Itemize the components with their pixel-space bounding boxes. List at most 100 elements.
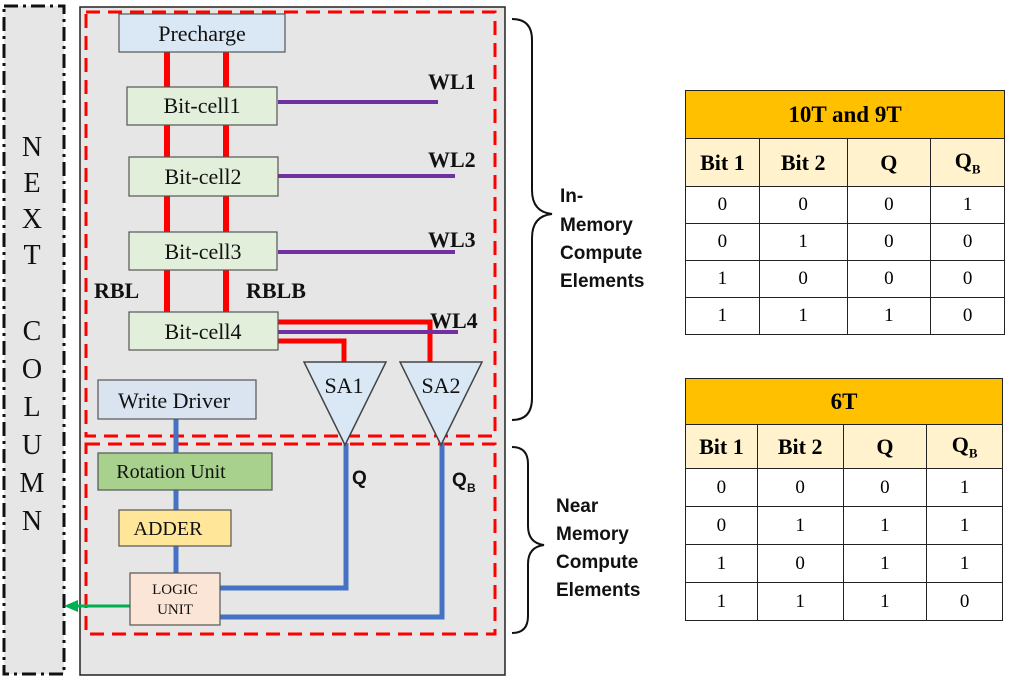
table2-row: 0 1 1 1 [685, 506, 1003, 545]
in-memory-line2: Memory [560, 215, 633, 236]
wl4-label: WL4 [430, 308, 478, 333]
precharge-label: Precharge [158, 21, 246, 46]
bitcell-3-label: Bit-cell3 [165, 239, 242, 264]
table2-cell: 0 [926, 582, 1003, 621]
table1-cell: 1 [846, 297, 932, 335]
column-letter-o: O [22, 354, 42, 385]
bitcell-3-box [128, 231, 278, 271]
table1-cell: 1 [930, 186, 1005, 224]
rbl-to-sa1 [278, 338, 347, 362]
table1-cell: 0 [685, 186, 760, 224]
table1-header-bit1: Bit 1 [685, 138, 760, 187]
near-memory-line2: Memory [556, 524, 629, 545]
table2-cell: 1 [926, 468, 1003, 507]
precharge-block [118, 13, 286, 53]
wl3-label: WL3 [428, 227, 476, 252]
wl2-label: WL2 [428, 147, 476, 172]
next-letter-e: E [23, 168, 40, 199]
table1-cell: 0 [846, 260, 932, 298]
bitcell-4-label: Bit-cell4 [165, 319, 242, 344]
table1-header-q: Q [846, 138, 932, 187]
table1-cell: 0 [930, 223, 1005, 261]
table2-cell: 1 [842, 582, 928, 621]
in-memory-region [84, 10, 497, 438]
table1-cell: 1 [758, 297, 848, 335]
table2-cell: 0 [685, 468, 758, 507]
truth-table-6t: 6T Bit 1 Bit 2 Q QB 0 0 0 1 0 1 1 1 1 0 … [685, 378, 1003, 621]
table1-cell: 0 [685, 223, 760, 261]
next-letter-x: X [22, 204, 42, 235]
bitcell-2: Bit-cell2 [128, 156, 279, 197]
in-memory-line4: Elements [560, 271, 644, 292]
table2-cell: 1 [926, 544, 1003, 583]
column-letter-l: L [23, 392, 40, 423]
truth-table-10t-9t: 10T and 9T Bit 1 Bit 2 Q QB 0 0 0 1 0 1 … [685, 90, 1005, 335]
sa2-amplifier [398, 361, 484, 447]
rbl-label: RBL [94, 278, 139, 303]
adder-label: ADDER [134, 518, 204, 540]
next-letter-t: T [23, 240, 40, 271]
in-memory-label: In- Memory Compute Elements [560, 186, 644, 292]
next-column-box [2, 4, 66, 676]
table2-header-q: Q [842, 424, 928, 469]
bitcell-3: Bit-cell3 [128, 231, 278, 271]
table2-cell: 1 [842, 544, 928, 583]
table2-cell: 1 [685, 582, 758, 621]
column-letter-m: M [20, 468, 45, 499]
table2-header-qb-main: Q [951, 431, 969, 457]
near-memory-label: Near Memory Compute Elements [556, 496, 640, 601]
rblb-label: RBLB [246, 278, 306, 303]
table2-title: 6T [685, 378, 1003, 425]
near-memory-line3: Compute [556, 552, 638, 573]
table1-header-qb: QB [930, 138, 1005, 187]
bitcell-2-box [128, 156, 279, 197]
rotation-unit-label: Rotation Unit [116, 461, 226, 483]
logic-unit-label-line2: UNIT [157, 602, 193, 618]
near-memory-brace [511, 446, 545, 634]
table2-cell: 1 [842, 506, 928, 545]
table1-cell: 1 [685, 297, 760, 335]
table2-row: 1 0 1 1 [685, 544, 1003, 583]
table2-cell: 1 [926, 506, 1003, 545]
table1-cell: 0 [846, 186, 932, 224]
q-signal-line [220, 443, 349, 591]
near-memory-line1: Near [556, 496, 599, 517]
rblb-to-sa2 [278, 319, 433, 362]
table1-title: 10T and 9T [685, 90, 1005, 139]
q-output-label: Q [352, 468, 367, 489]
table1-cell: 1 [685, 260, 760, 298]
table1-cell: 0 [930, 260, 1005, 298]
table2-header-bit2: Bit 2 [756, 424, 844, 469]
table2-row: 1 1 1 0 [685, 582, 1003, 621]
table2-cell: 1 [685, 544, 758, 583]
table1-row: 1 1 1 0 [685, 297, 1005, 335]
near-memory-region [84, 442, 497, 636]
table2-cell: 0 [685, 506, 758, 545]
write-driver-block [97, 379, 257, 420]
table1-header-qb-main: Q [954, 147, 972, 173]
bitcell-4: Bit-cell4 [128, 311, 279, 351]
column-letter-c: C [23, 316, 42, 347]
bitcell-2-label: Bit-cell2 [165, 164, 242, 189]
logic-output-arrowhead [64, 600, 78, 612]
table1-row: 1 0 0 0 [685, 260, 1005, 298]
sa1-amplifier [302, 361, 388, 447]
qb-signal-line [220, 443, 445, 620]
bitcell-1-label: Bit-cell1 [164, 93, 241, 118]
qb-output-label: Q B [452, 470, 476, 495]
table1-cell: 1 [758, 223, 848, 261]
table2-cell: 1 [756, 506, 844, 545]
in-memory-line1: In- [560, 186, 583, 207]
qb-output-sub: B [467, 481, 476, 495]
next-letter-n: N [22, 132, 42, 163]
table2-header-bit1: Bit 1 [685, 424, 758, 469]
adder-block [118, 509, 232, 547]
table1-row: 0 1 0 0 [685, 223, 1005, 261]
write-driver-label: Write Driver [118, 388, 231, 413]
table2-cell: 1 [756, 582, 844, 621]
in-memory-brace [511, 18, 553, 421]
rotation-unit-block [97, 452, 273, 491]
table1-cell: 0 [758, 186, 848, 224]
qb-output-main: Q [452, 470, 467, 491]
